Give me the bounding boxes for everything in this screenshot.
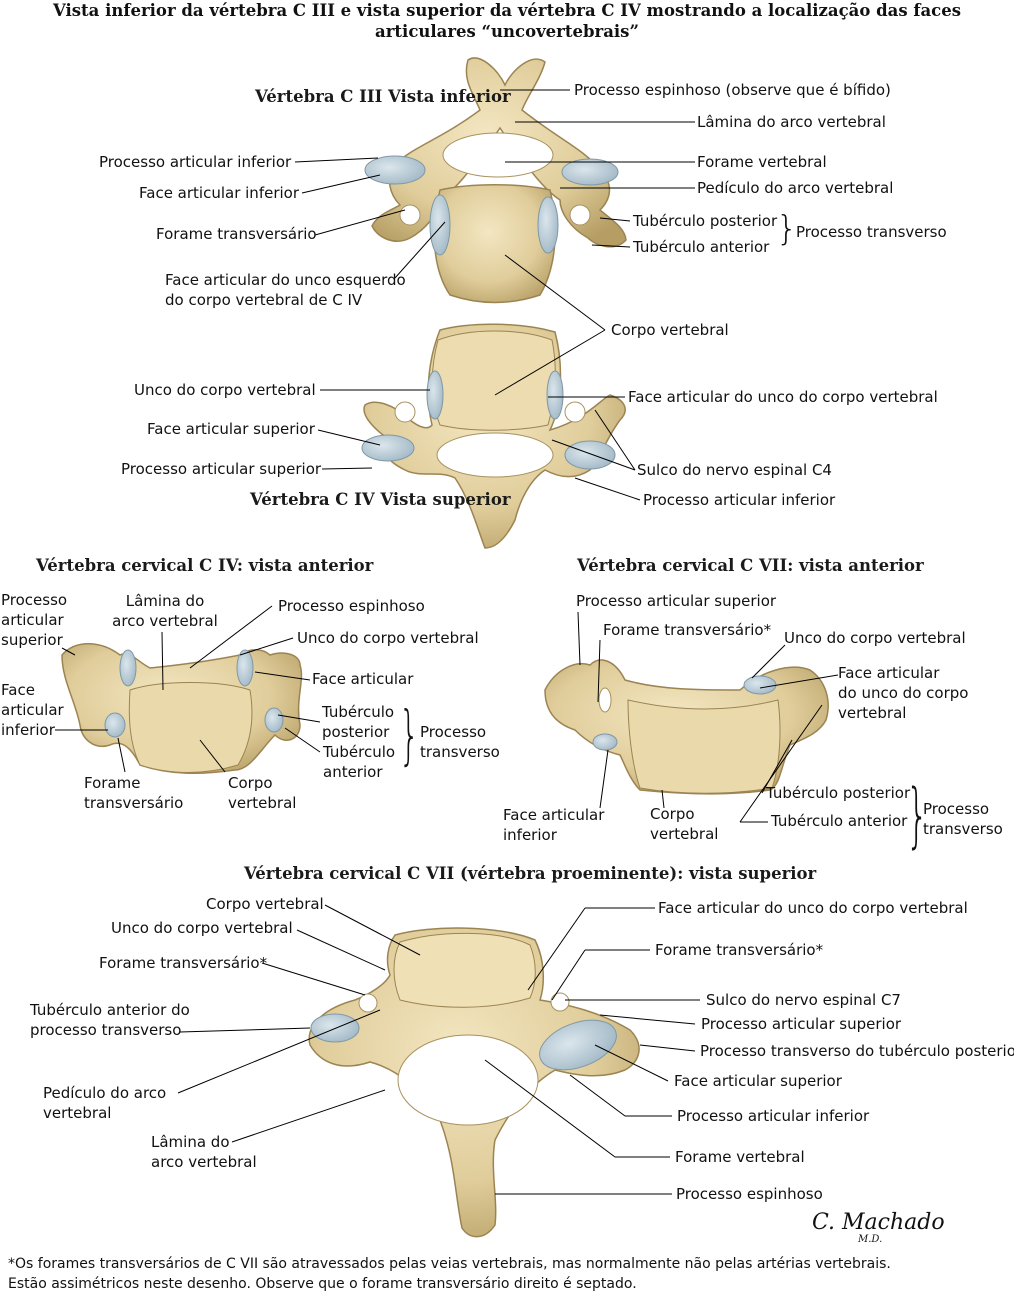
label-tuberculo-anterior: Tubérculo anterior bbox=[633, 238, 770, 256]
label-p4-lamina: Lâmina do arco vertebral bbox=[151, 1133, 257, 1171]
label-p2-unco: Unco do corpo vertebral bbox=[297, 629, 479, 647]
label-p4-processo-articular-superior: Processo articular superior bbox=[701, 1015, 902, 1033]
label-sulco-nervo-c4: Sulco do nervo espinal C4 bbox=[637, 461, 832, 479]
label-p4-processo-espinhoso: Processo espinhoso bbox=[676, 1185, 823, 1203]
label-processo-espinhoso-bifido: Processo espinhoso (observe que é bífido… bbox=[574, 81, 891, 99]
label-p2-processo-articular-superior: Processo articular superior bbox=[1, 591, 68, 649]
c7-superior-heading: Vértebra cervical C VII (vértebra proemi… bbox=[244, 864, 817, 883]
label-p4-processo-articular-inferior: Processo articular inferior bbox=[677, 1107, 870, 1125]
c7-anterior-vertebra bbox=[544, 659, 829, 795]
label-p4-unco: Unco do corpo vertebral bbox=[111, 919, 293, 937]
label-p3-corpo-vertebral: Corpo vertebral bbox=[650, 805, 719, 843]
c4-anterior-heading: Vértebra cervical C IV: vista anterior bbox=[36, 556, 374, 575]
label-p3-tuberculo-anterior: Tubérculo anterior bbox=[771, 812, 908, 830]
c7-superior-vertebra bbox=[308, 927, 640, 1238]
label-forame-transversario: Forame transversário bbox=[156, 225, 317, 243]
footnote: *Os forames transversários de C VII são … bbox=[8, 1256, 891, 1292]
brace-p3: } bbox=[906, 774, 929, 856]
c3-inferior-vertebra bbox=[364, 57, 627, 304]
label-p4-sulco-nervo-c7: Sulco do nervo espinal C7 bbox=[706, 991, 901, 1009]
leader-lines bbox=[55, 89, 839, 1195]
brace-processo-transverso: } bbox=[776, 209, 798, 249]
label-p2-tuberculo-posterior: Tubérculo posterior bbox=[322, 703, 395, 741]
c3-heading: Vértebra C III Vista inferior bbox=[255, 87, 511, 106]
c4-heading: Vértebra C IV Vista superior bbox=[250, 490, 511, 509]
label-lamina: Lâmina do arco vertebral bbox=[697, 113, 886, 131]
label-p4-processo-transverso-tuberculo: Processo transverso do tubérculo posteri… bbox=[700, 1042, 1014, 1060]
label-processo-transverso: Processo transverso bbox=[796, 223, 947, 241]
label-corpo-vertebral: Corpo vertebral bbox=[611, 321, 729, 339]
label-p3-processo-transverso: Processo transverso bbox=[923, 800, 1003, 838]
label-face-articular-unco: Face articular do unco do corpo vertebra… bbox=[628, 388, 938, 406]
label-p2-corpo-vertebral: Corpo vertebral bbox=[228, 774, 297, 812]
label-processo-articular-inferior-2: Processo articular inferior bbox=[643, 491, 836, 509]
label-face-unco-esquerdo: Face articular do unco esquerdo do corpo… bbox=[165, 271, 406, 309]
c4-anterior-vertebra bbox=[61, 643, 303, 775]
label-face-articular-superior: Face articular superior bbox=[147, 420, 315, 438]
label-p4-forame-vertebral: Forame vertebral bbox=[675, 1148, 805, 1166]
label-p2-lamina: Lâmina do arco vertebral bbox=[112, 592, 218, 630]
c7-anterior-heading: Vértebra cervical C VII: vista anterior bbox=[577, 556, 924, 575]
artist-signature-sub: M.D. bbox=[858, 1234, 883, 1245]
artist-signature: C. Machado bbox=[812, 1210, 945, 1235]
label-p2-tuberculo-anterior: Tubérculo anterior bbox=[323, 743, 396, 781]
label-p4-face-articular-unco: Face articular do unco do corpo vertebra… bbox=[658, 899, 968, 917]
label-p2-forame-transversario: Forame transversário bbox=[84, 774, 184, 812]
page-title: Vista inferior da vértebra C III e vista… bbox=[52, 1, 961, 41]
label-p2-processo-transverso: Processo transverso bbox=[420, 723, 500, 761]
c4-superior-vertebra bbox=[361, 323, 626, 549]
label-p3-tuberculo-posterior: Tubérculo posterior bbox=[766, 784, 911, 802]
label-unco-corpo-vertebral: Unco do corpo vertebral bbox=[134, 381, 316, 399]
label-p4-tuberculo-anterior: Tubérculo anterior do processo transvers… bbox=[30, 1001, 190, 1039]
label-p2-processo-espinhoso: Processo espinhoso bbox=[278, 597, 425, 615]
brace-p2: } bbox=[399, 699, 420, 773]
label-pediculo: Pedículo do arco vertebral bbox=[697, 179, 894, 197]
label-processo-articular-inferior: Processo articular inferior bbox=[99, 153, 292, 171]
label-p2-face-articular-inferior: Face articular inferior bbox=[1, 681, 64, 739]
label-p2-face-articular: Face articular bbox=[312, 670, 414, 688]
label-p3-face-articular-inferior: Face articular inferior bbox=[503, 806, 605, 844]
label-p4-forame-transversario-r: Forame transversário* bbox=[655, 941, 824, 959]
label-forame-vertebral: Forame vertebral bbox=[697, 153, 827, 171]
label-p4-pediculo: Pedículo do arco vertebral bbox=[43, 1084, 167, 1122]
label-p3-face-articular-unco: Face articular do unco do corpo vertebra… bbox=[838, 664, 969, 722]
label-p3-unco: Unco do corpo vertebral bbox=[784, 629, 966, 647]
label-p3-forame-transversario: Forame transversário* bbox=[603, 621, 772, 639]
label-p4-forame-transversario-l: Forame transversário* bbox=[99, 954, 268, 972]
label-face-articular-inferior: Face articular inferior bbox=[139, 184, 300, 202]
label-p4-face-articular-superior: Face articular superior bbox=[674, 1072, 842, 1090]
label-p3-processo-articular-superior: Processo articular superior bbox=[576, 592, 777, 610]
label-p4-corpo-vertebral: Corpo vertebral bbox=[206, 895, 324, 913]
label-tuberculo-posterior: Tubérculo posterior bbox=[633, 212, 778, 230]
label-processo-articular-superior: Processo articular superior bbox=[121, 460, 322, 478]
